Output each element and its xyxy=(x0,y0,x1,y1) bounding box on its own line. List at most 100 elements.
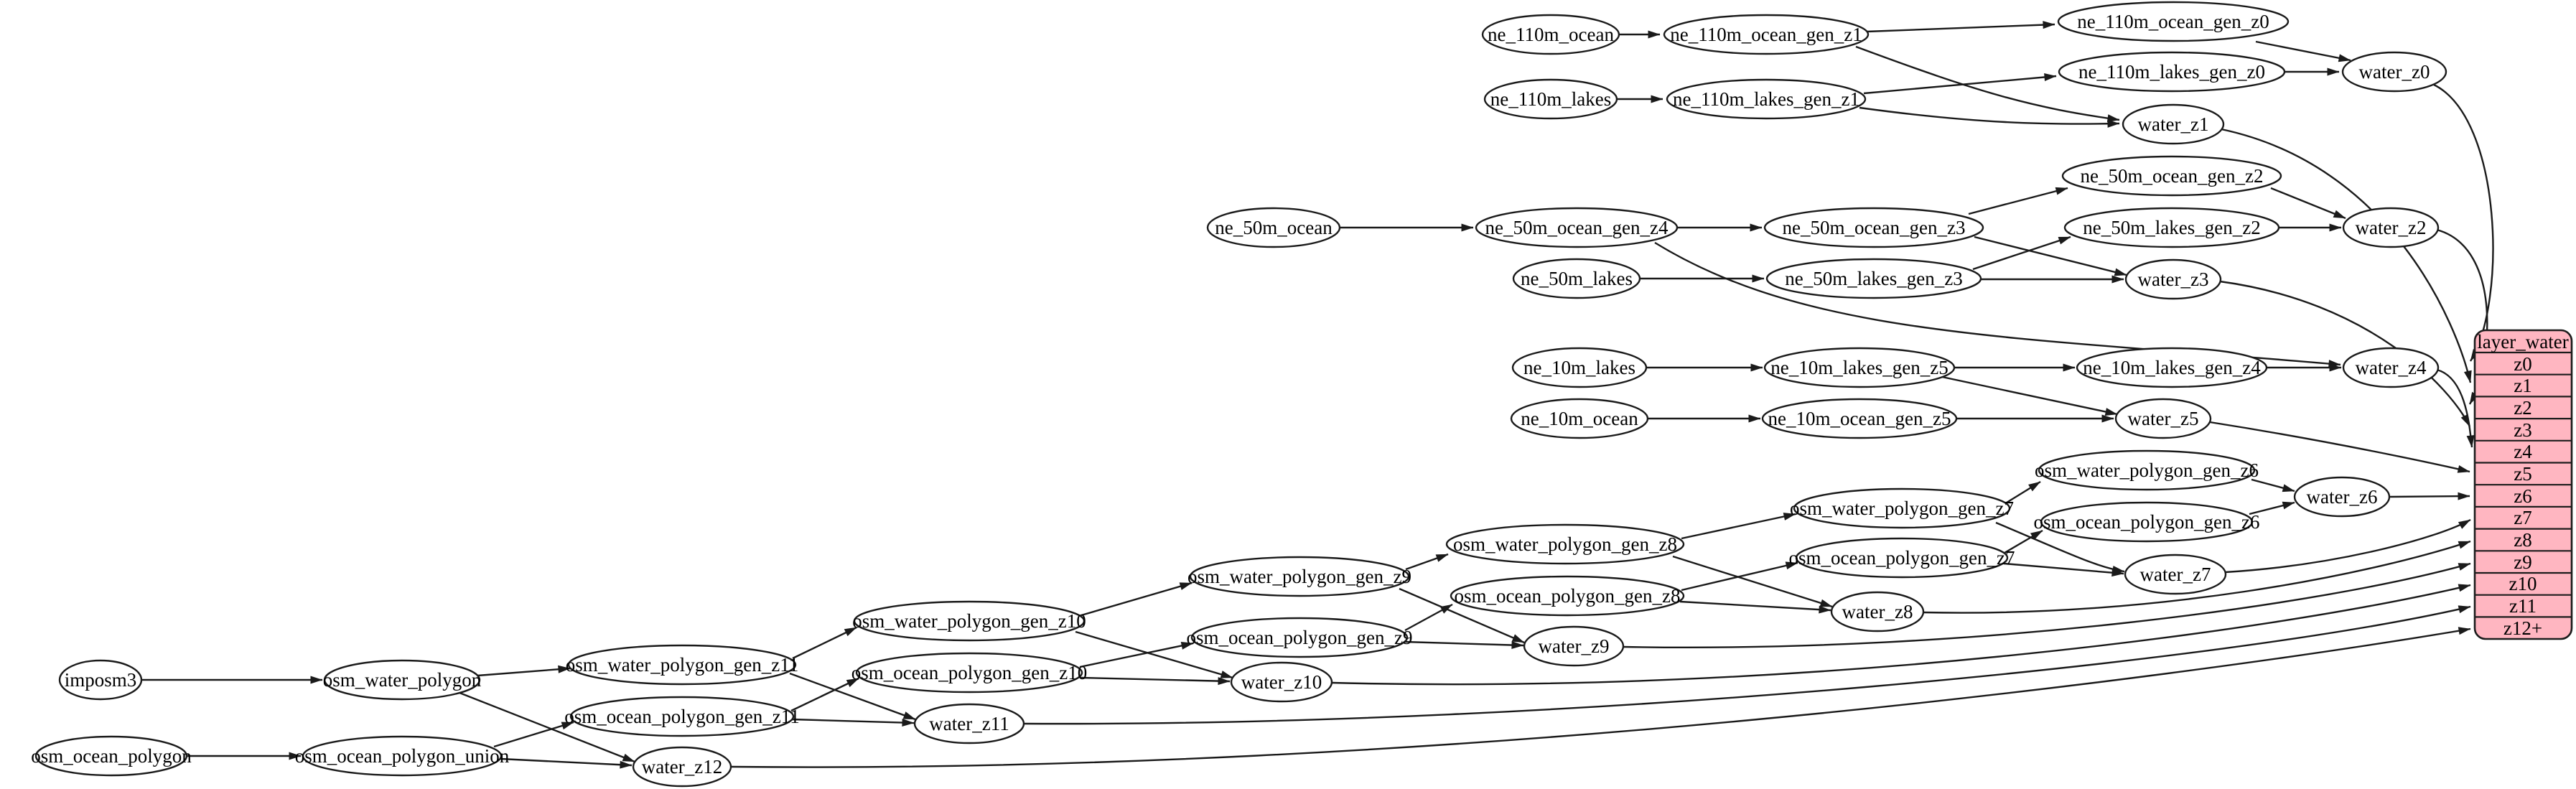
svg-text:water_z6: water_z6 xyxy=(2307,486,2378,508)
edge-ne_110m_ocean_gen_z0--water_z0 xyxy=(2255,40,2351,62)
edge-osm_water_polygon_gen_z10--water_z10 xyxy=(1075,630,1233,679)
edge-osm_ocean_polygon_union--water_z12 xyxy=(500,757,633,769)
layer-water-table: layer_water z0 z1 z2 z3 z4 z5 z6 z7 z8 z… xyxy=(2473,329,2573,640)
svg-text:ne_110m_lakes_gen_z0: ne_110m_lakes_gen_z0 xyxy=(2078,61,2265,83)
svg-text:osm_water_polygon_gen_z11: osm_water_polygon_gen_z11 xyxy=(566,654,798,676)
svg-text:osm_ocean_polygon_gen_z6: osm_ocean_polygon_gen_z6 xyxy=(2034,511,2260,533)
edges xyxy=(141,21,2494,769)
svg-text:ne_10m_lakes_gen_z4: ne_10m_lakes_gen_z4 xyxy=(2083,357,2261,378)
edge-water_z5--row-z5 xyxy=(2209,421,2470,473)
edge-osm_water_polygon_gen_z9--water_z9 xyxy=(1399,587,1525,644)
edge-ne_50m_ocean_gen_z3--water_z3 xyxy=(1974,235,2127,276)
svg-text:osm_ocean_polygon_gen_z10: osm_ocean_polygon_gen_z10 xyxy=(851,662,1087,683)
node-water_z8: water_z8 xyxy=(1830,591,1925,632)
svg-text:ne_50m_ocean_gen_z4: ne_50m_ocean_gen_z4 xyxy=(1485,217,1669,238)
node-osm_ocean_polygon_gen_z7: osm_ocean_polygon_gen_z7 xyxy=(1789,537,2015,579)
edge-osm_water_polygon_gen_z11--water_z11 xyxy=(789,672,916,721)
node-osm_ocean_polygon_gen_z11: osm_ocean_polygon_gen_z11 xyxy=(564,696,800,737)
table-row-z6: z6 xyxy=(2514,485,2531,507)
node-ne_50m_ocean_gen_z2: ne_50m_ocean_gen_z2 xyxy=(2061,155,2282,197)
svg-text:osm_water_polygon_gen_z7: osm_water_polygon_gen_z7 xyxy=(1790,498,2014,519)
svg-text:water_z1: water_z1 xyxy=(2138,113,2209,135)
edge-osm_ocean_polygon_gen_z11--osm_ocean_polygon_gen_z10 xyxy=(790,677,859,712)
edge-ne_50m_ocean_gen_z2--water_z2 xyxy=(2270,187,2346,220)
table-row-z11: z11 xyxy=(2509,595,2537,617)
svg-text:water_z5: water_z5 xyxy=(2128,408,2199,429)
svg-text:ne_50m_lakes: ne_50m_lakes xyxy=(1521,268,1633,289)
svg-text:ne_110m_lakes: ne_110m_lakes xyxy=(1490,88,1611,110)
svg-text:osm_ocean_polygon_gen_z7: osm_ocean_polygon_gen_z7 xyxy=(1789,547,2015,569)
node-ne_110m_ocean_gen_z0: ne_110m_ocean_gen_z0 xyxy=(2057,1,2290,42)
node-ne_10m_lakes: ne_10m_lakes xyxy=(1511,347,1648,388)
table-row-z12plus: z12+ xyxy=(2503,617,2542,639)
edge-osm_water_polygon_gen_z6--water_z6 xyxy=(2251,478,2295,492)
svg-text:ne_10m_lakes_gen_z5: ne_10m_lakes_gen_z5 xyxy=(1770,357,1948,378)
edge-water_z12--row-z12 xyxy=(730,627,2471,768)
svg-text:water_z4: water_z4 xyxy=(2356,357,2427,378)
edge-osm_ocean_polygon_gen_z10--water_z10 xyxy=(1080,676,1231,686)
node-ne_10m_ocean_gen_z5: ne_10m_ocean_gen_z5 xyxy=(1761,398,1958,439)
node-osm_water_polygon_gen_z9: osm_water_polygon_gen_z9 xyxy=(1187,556,1411,597)
node-water_z0: water_z0 xyxy=(2341,51,2447,93)
table-row-z0: z0 xyxy=(2514,353,2531,375)
svg-text:water_z9: water_z9 xyxy=(1539,635,1610,657)
node-water_z7: water_z7 xyxy=(2124,554,2227,595)
node-water_z3: water_z3 xyxy=(2124,258,2222,300)
node-ne_50m_lakes_gen_z2: ne_50m_lakes_gen_z2 xyxy=(2063,207,2280,248)
node-ne_110m_lakes_gen_z1: ne_110m_lakes_gen_z1 xyxy=(1666,78,1867,120)
node-water_z4: water_z4 xyxy=(2342,347,2440,388)
edge-water_z3--row-z3 xyxy=(2219,280,2471,427)
edge-osm_ocean_polygon_gen_z7--osm_ocean_polygon_gen_z6 xyxy=(2004,529,2043,554)
node-osm_ocean_polygon_gen_z6: osm_ocean_polygon_gen_z6 xyxy=(2034,501,2260,543)
edge-osm_water_polygon_gen_z10--osm_water_polygon_gen_z9 xyxy=(1081,582,1193,617)
svg-text:ne_110m_ocean_gen_z1: ne_110m_ocean_gen_z1 xyxy=(1670,24,1862,45)
table-row-z3: z3 xyxy=(2514,419,2531,441)
svg-text:osm_water_polygon_gen_z6: osm_water_polygon_gen_z6 xyxy=(2035,459,2259,481)
svg-text:water_z3: water_z3 xyxy=(2138,269,2209,290)
edge-osm_water_polygon_gen_z9--osm_water_polygon_gen_z8 xyxy=(1405,553,1449,571)
svg-text:osm_ocean_polygon_gen_z9: osm_ocean_polygon_gen_z9 xyxy=(1187,627,1413,648)
edge-osm_water_polygon_gen_z8--osm_water_polygon_gen_z7 xyxy=(1681,513,1796,540)
node-osm_ocean_polygon_gen_z10: osm_ocean_polygon_gen_z10 xyxy=(851,652,1087,694)
node-water_z12: water_z12 xyxy=(632,746,732,788)
edge-osm_ocean_polygon_gen_z8--osm_ocean_polygon_gen_z7 xyxy=(1681,561,1798,592)
node-ne_10m_lakes_gen_z5: ne_10m_lakes_gen_z5 xyxy=(1763,347,1956,388)
node-ne_10m_lakes_gen_z4: ne_10m_lakes_gen_z4 xyxy=(2076,347,2268,388)
svg-text:osm_water_polygon_gen_z8: osm_water_polygon_gen_z8 xyxy=(1453,533,1677,555)
node-water_z6: water_z6 xyxy=(2293,476,2391,518)
svg-text:ne_50m_ocean_gen_z3: ne_50m_ocean_gen_z3 xyxy=(1783,217,1966,238)
edge-ne_110m_ocean_gen_z1--water_z1 xyxy=(1855,45,2120,123)
edge-water_z8--row-z8 xyxy=(1923,540,2471,614)
table-row-z5: z5 xyxy=(2514,463,2531,485)
edge-water_z4--row-z4 xyxy=(2436,368,2475,448)
table-row-z1: z1 xyxy=(2514,375,2531,396)
edge-water_z9--row-z9 xyxy=(1623,562,2471,649)
node-water_z9: water_z9 xyxy=(1523,625,1625,667)
edge-osm_ocean_polygon_gen_z10--osm_ocean_polygon_gen_z9 xyxy=(1079,641,1194,668)
edge-osm_ocean_polygon_union--osm_ocean_polygon_gen_z11 xyxy=(493,721,574,748)
edge-osm_ocean_polygon_gen_z7--water_z7 xyxy=(2003,562,2124,577)
node-water_z2: water_z2 xyxy=(2342,207,2440,248)
node-water_z10: water_z10 xyxy=(1230,661,1333,703)
node-osm_ocean_polygon: osm_ocean_polygon xyxy=(31,735,192,777)
svg-text:ne_110m_ocean: ne_110m_ocean xyxy=(1488,24,1614,45)
node-ne_50m_ocean_gen_z3: ne_50m_ocean_gen_z3 xyxy=(1763,207,1984,248)
table-row-z9: z9 xyxy=(2514,551,2531,573)
svg-text:water_z8: water_z8 xyxy=(1842,601,1913,622)
node-osm_ocean_polygon_union: osm_ocean_polygon_union xyxy=(295,735,510,777)
node-ne_110m_ocean: ne_110m_ocean xyxy=(1481,14,1620,55)
svg-text:water_z10: water_z10 xyxy=(1241,671,1322,693)
edge-osm_ocean_polygon_gen_z6--water_z6 xyxy=(2249,501,2295,515)
svg-text:ne_10m_ocean_gen_z5: ne_10m_ocean_gen_z5 xyxy=(1768,408,1951,429)
svg-text:ne_110m_lakes_gen_z1: ne_110m_lakes_gen_z1 xyxy=(1673,88,1859,110)
edge-osm_water_polygon--water_z12 xyxy=(459,691,635,763)
edge-water_z7--row-z7 xyxy=(2224,518,2471,574)
node-osm_ocean_polygon_gen_z9: osm_ocean_polygon_gen_z9 xyxy=(1187,617,1413,658)
edge-ne_10m_lakes_gen_z5--water_z5 xyxy=(1941,375,2118,416)
svg-text:ne_50m_lakes_gen_z2: ne_50m_lakes_gen_z2 xyxy=(2083,217,2260,238)
edge-water_z0--row-z0 xyxy=(2433,83,2494,362)
edge-ne_110m_lakes_gen_z1--water_z1 xyxy=(1859,106,2120,128)
table-row-z4: z4 xyxy=(2514,441,2532,462)
edge-ne_110m_lakes_gen_z1--ne_110m_lakes_gen_z0 xyxy=(1863,73,2057,95)
